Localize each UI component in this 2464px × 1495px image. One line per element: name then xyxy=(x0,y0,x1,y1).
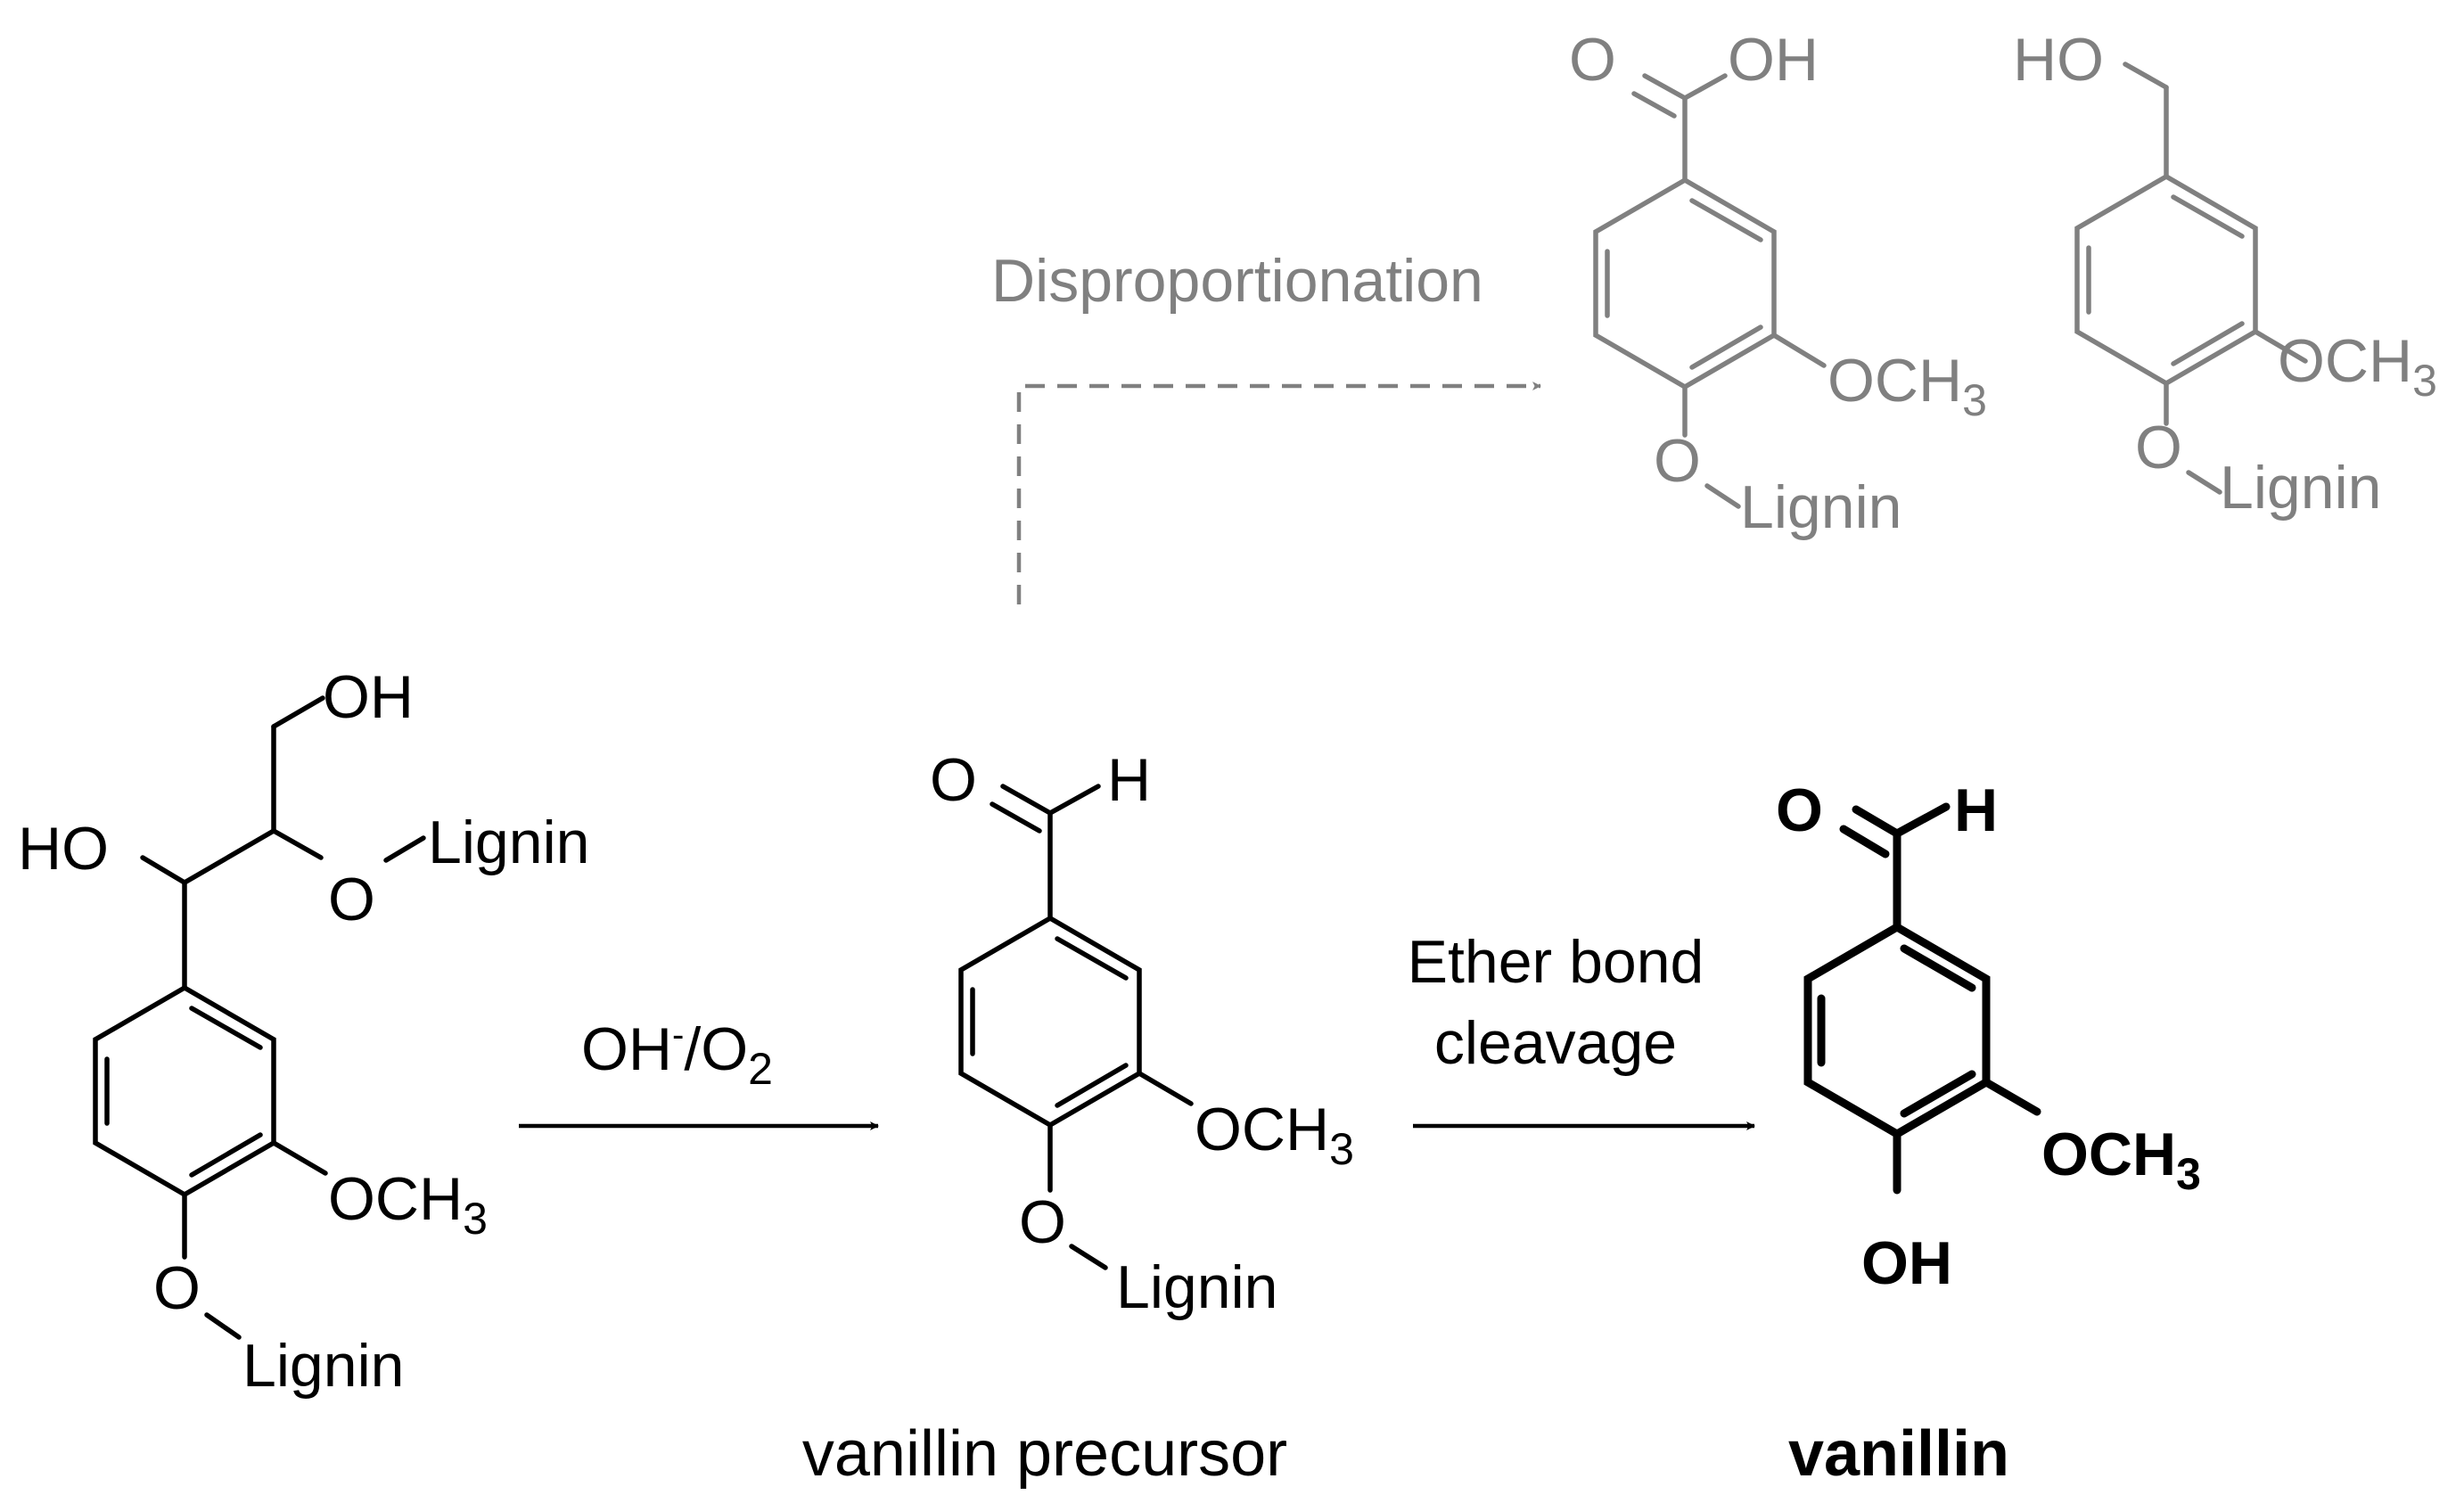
start-compound-labels: OH HO O Lignin OCH3 O Lignin xyxy=(18,663,590,1400)
acid-substituents xyxy=(1631,73,1827,509)
precursor-o: O xyxy=(930,746,977,814)
acid-oh: OH xyxy=(1728,26,1819,94)
start-lignin-side: Lignin xyxy=(428,809,590,876)
alcohol-substituents xyxy=(2123,62,2308,495)
acid-lignin: Lignin xyxy=(1740,473,1902,541)
acid-o: O xyxy=(1569,26,1616,94)
oxidation-arrow: OH-/O2 xyxy=(519,1015,879,1130)
acid-labels: O OH OCH3 O Lignin xyxy=(1569,26,1987,541)
precursor-lignin-para: Lignin xyxy=(1116,1253,1278,1321)
acid-methoxy: OCH3 xyxy=(1827,347,1987,425)
vanillin-compound xyxy=(1803,802,2041,1195)
acid-o-para: O xyxy=(1654,427,1701,495)
start-ho-left: HO xyxy=(18,815,109,883)
alcohol-methoxy: OCH3 xyxy=(2278,327,2437,406)
oxidation-reagent: OH-/O2 xyxy=(581,1015,773,1094)
disproportionation-label: Disproportionation xyxy=(991,247,1483,315)
acid-benzene-ring xyxy=(1593,177,1777,390)
alcohol-labels: HO OCH3 O Lignin xyxy=(2013,26,2437,522)
alcohol-side-product xyxy=(2074,62,2308,495)
start-compound xyxy=(93,695,426,1340)
precursor-benzene-ring xyxy=(958,915,1142,1129)
start-o-para: O xyxy=(153,1254,201,1322)
start-side-chain xyxy=(140,695,426,1340)
vanillin-benzene-ring xyxy=(1803,922,1991,1139)
acid-side-product xyxy=(1593,73,1827,509)
vanillin-substituents xyxy=(1839,802,2041,1195)
start-o-side: O xyxy=(328,866,375,933)
cleavage-label-line2: cleavage xyxy=(1434,1009,1677,1077)
start-methoxy: OCH3 xyxy=(328,1165,488,1244)
precursor-substituents xyxy=(990,784,1194,1270)
cleavage-label-line1: Ether bond xyxy=(1408,928,1704,996)
alcohol-benzene-ring xyxy=(2074,173,2258,387)
disproportionation-path: Disproportionation xyxy=(991,247,1541,604)
vanillin-oh: OH xyxy=(1861,1229,1952,1297)
precursor-methoxy: OCH3 xyxy=(1195,1096,1354,1174)
alcohol-o-para: O xyxy=(2135,414,2182,481)
start-oh-top: OH xyxy=(323,663,414,731)
alcohol-ho: HO xyxy=(2013,26,2104,94)
vanillin-h: H xyxy=(1954,776,1998,844)
vanillin-caption: vanillin xyxy=(1788,1418,2009,1490)
start-benzene-ring xyxy=(93,984,276,1198)
precursor-compound xyxy=(958,784,1194,1270)
precursor-o-para: O xyxy=(1019,1188,1066,1256)
start-lignin-para: Lignin xyxy=(242,1332,405,1400)
alcohol-lignin: Lignin xyxy=(2220,454,2382,522)
cleavage-arrow: Ether bond cleavage xyxy=(1408,928,1755,1130)
precursor-h: H xyxy=(1107,746,1151,814)
vanillin-labels: O H OCH3 OH vanillin xyxy=(1776,776,2201,1490)
vanillin-o: O xyxy=(1776,776,1823,844)
precursor-labels: O H OCH3 O Lignin vanillin precursor xyxy=(802,746,1354,1490)
vanillin-methoxy: OCH3 xyxy=(2041,1121,2201,1199)
precursor-caption: vanillin precursor xyxy=(802,1418,1287,1490)
